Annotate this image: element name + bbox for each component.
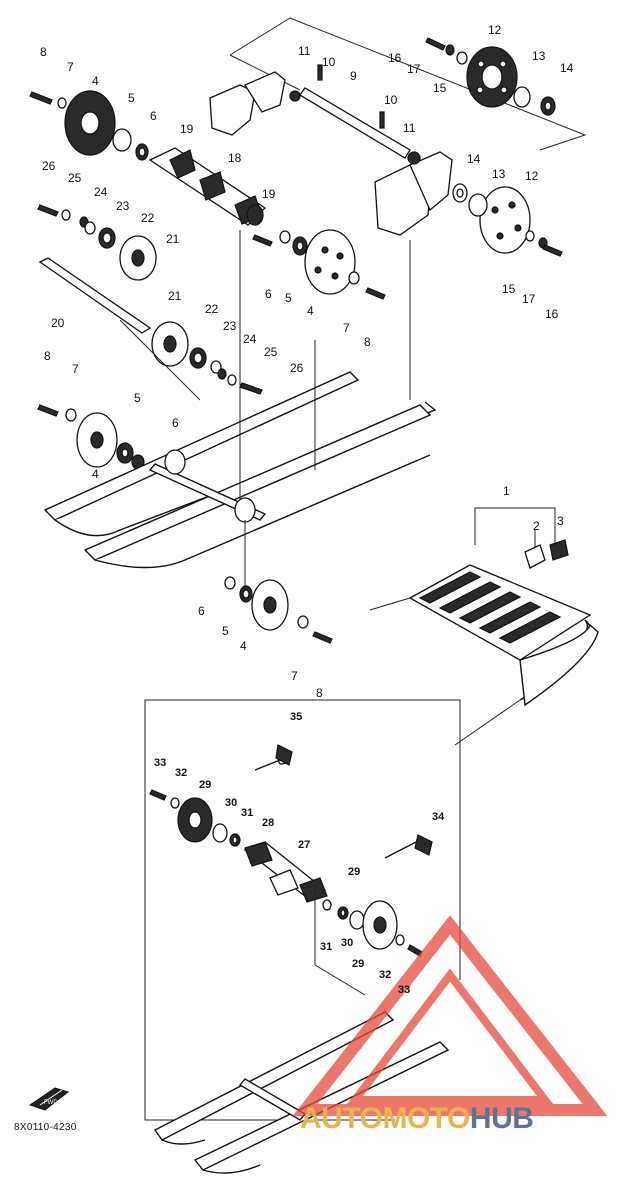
callout-label: 21 xyxy=(166,232,180,246)
callout-label: 26 xyxy=(42,159,56,173)
front-icon-label: FWD xyxy=(44,1100,58,1106)
callout-label: 8 xyxy=(40,45,47,59)
callout-label: 4 xyxy=(92,74,99,88)
spring-34 xyxy=(384,839,421,859)
callout-label: 6 xyxy=(150,109,157,123)
callout-label: 2 xyxy=(533,519,540,533)
callout-label: 19 xyxy=(262,187,276,201)
bracket-left-2 xyxy=(244,71,286,113)
bracket-right-2 xyxy=(409,151,453,212)
callout-label: 16 xyxy=(545,307,559,321)
callout-label: 33 xyxy=(398,984,410,996)
callout-label: 11 xyxy=(403,121,416,135)
callout-label: 18 xyxy=(228,151,242,165)
callout-label: 8 xyxy=(44,349,51,363)
callout-label: 35 xyxy=(290,711,302,723)
callout-label: 15 xyxy=(433,81,447,95)
callout-label: 5 xyxy=(128,91,135,105)
callout-label: 25 xyxy=(264,345,278,359)
shaft-20 xyxy=(38,257,152,334)
callout-label: 3 xyxy=(557,514,564,528)
callout-label: 33 xyxy=(154,757,166,769)
callout-label: 5 xyxy=(134,391,141,405)
callout-label: 14 xyxy=(560,61,574,75)
callout-label: 20 xyxy=(51,316,65,330)
callout-label: 19 xyxy=(180,122,194,136)
callout-label: 30 xyxy=(225,797,237,809)
callout-label: 8 xyxy=(364,335,371,349)
callout-label: 7 xyxy=(72,362,79,376)
callout-label: 21 xyxy=(168,289,182,303)
callout-label: 23 xyxy=(116,199,130,213)
callout-label: 23 xyxy=(223,319,237,333)
callout-label: 22 xyxy=(141,211,155,225)
callout-label: 17 xyxy=(522,292,536,306)
callout-label: 31 xyxy=(320,941,332,953)
diagram-code: 8X0110-4230 xyxy=(14,1122,77,1133)
callout-label: 32 xyxy=(379,969,391,981)
callout-label: 4 xyxy=(240,639,247,653)
callout-label: 6 xyxy=(198,604,205,618)
callout-label: 5 xyxy=(222,624,229,638)
callout-label: 14 xyxy=(467,152,481,166)
watermark-text: AUTOMOTOHUB xyxy=(300,1102,534,1136)
callout-label: 10 xyxy=(384,93,398,107)
callout-label: 7 xyxy=(291,669,298,683)
callout-label: 12 xyxy=(525,169,539,183)
watermark-text-part2: HUB xyxy=(469,1102,534,1135)
watermark-text-part1: AUTOMOTO xyxy=(300,1102,470,1135)
callout-label: 25 xyxy=(68,171,82,185)
clip-3 xyxy=(549,539,569,561)
callout-label: 4 xyxy=(92,467,99,481)
callout-label: 13 xyxy=(492,167,506,181)
callout-label: 26 xyxy=(290,361,304,375)
callout-label: 29 xyxy=(352,958,364,970)
slide-rail-upper xyxy=(43,371,360,521)
callout-label: 24 xyxy=(243,332,257,346)
callout-label: 22 xyxy=(205,302,219,316)
callout-label: 15 xyxy=(502,282,516,296)
bracket-left xyxy=(209,84,256,136)
callout-label: 7 xyxy=(67,60,74,74)
callout-label: 31 xyxy=(241,807,253,819)
callout-label: 28 xyxy=(262,817,274,829)
callout-label: 16 xyxy=(388,51,402,65)
callout-label: 12 xyxy=(488,23,502,37)
shaft-9 xyxy=(299,87,411,159)
callout-label: 29 xyxy=(348,866,360,878)
watermark-logo-triangle xyxy=(292,915,608,1116)
callout-label: 6 xyxy=(172,416,179,430)
callout-label: 30 xyxy=(341,937,353,949)
callout-label: 29 xyxy=(199,779,211,791)
slide-rail-lower xyxy=(83,404,432,561)
callout-label: 24 xyxy=(94,185,108,199)
callout-label: 27 xyxy=(298,839,310,851)
callout-label: 32 xyxy=(175,767,187,779)
callout-label: 11 xyxy=(298,44,311,58)
callout-label: 6 xyxy=(265,287,272,301)
rear-rail-upper xyxy=(153,1011,395,1141)
frame-outline xyxy=(229,17,587,151)
wheel-4-center xyxy=(304,229,356,295)
callout-label: 13 xyxy=(532,49,546,63)
callout-label: 7 xyxy=(343,321,350,335)
callout-label: 9 xyxy=(350,69,357,83)
callout-label: 8 xyxy=(316,686,323,700)
callout-label: 34 xyxy=(432,811,445,823)
callout-label: 17 xyxy=(407,62,421,76)
wheel-12-right xyxy=(479,186,531,254)
callout-label: 4 xyxy=(307,304,314,318)
callout-label: 10 xyxy=(322,55,336,69)
rear-box xyxy=(144,699,395,1121)
callout-label: 5 xyxy=(285,291,292,305)
front-direction-icon: FWD xyxy=(28,1087,70,1111)
clip-2 xyxy=(524,544,546,569)
callout-label: 1 xyxy=(503,484,510,498)
